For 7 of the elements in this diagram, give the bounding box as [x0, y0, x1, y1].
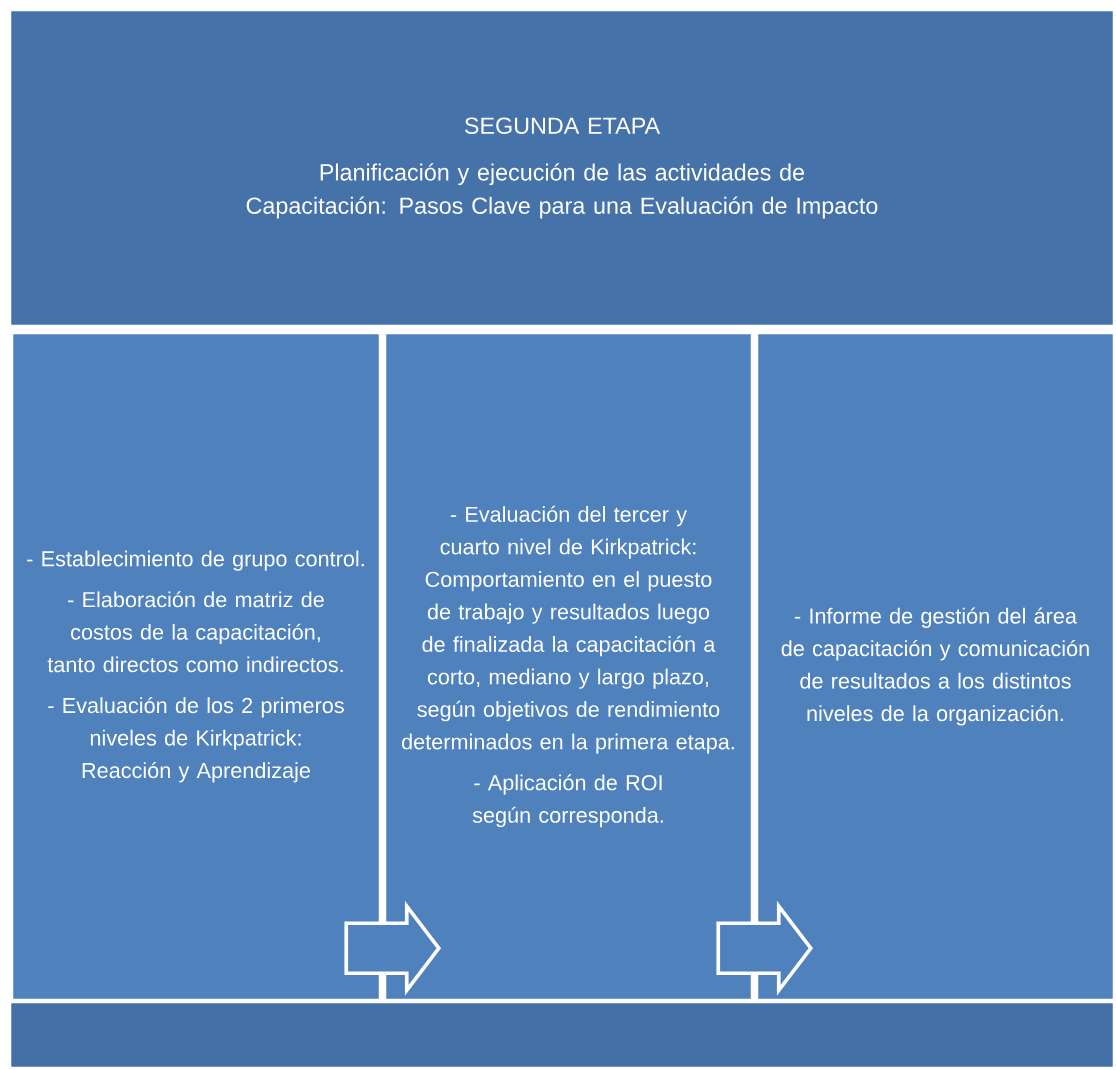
column-box: - Informe de gestión del área de capacitación y comunicación de resultados a los distintos niveles de la organización.: [755, 331, 1116, 1002]
bottom-band: [8, 1000, 1116, 1070]
block-arrow: [716, 900, 814, 996]
column-box: - Establecimiento de grupo control. - Elaboración de matriz de costos de la capacitación, tanto directos como indirectos. - Evaluación de los 2 primeros niveles de Kirkpatrick: Reacción y Aprendizaje: [10, 331, 382, 1002]
header-box: SEGUNDA ETAPA Planificación y ejecución de las actividades de Capacitación: Pasos Clave para una Evaluación de Impacto: [8, 8, 1116, 328]
block-arrow: [344, 900, 442, 996]
column-box: - Evaluación del tercer y cuarto nivel de Kirkpatrick: Comportamiento en el puesto de trabajo y resultados luego de finalizada la capacitación a corto, mediano y largo plazo, según objetivos de rendimiento determinados en la primera etapa. - Aplicación de ROI según corresponda.: [383, 331, 754, 1002]
